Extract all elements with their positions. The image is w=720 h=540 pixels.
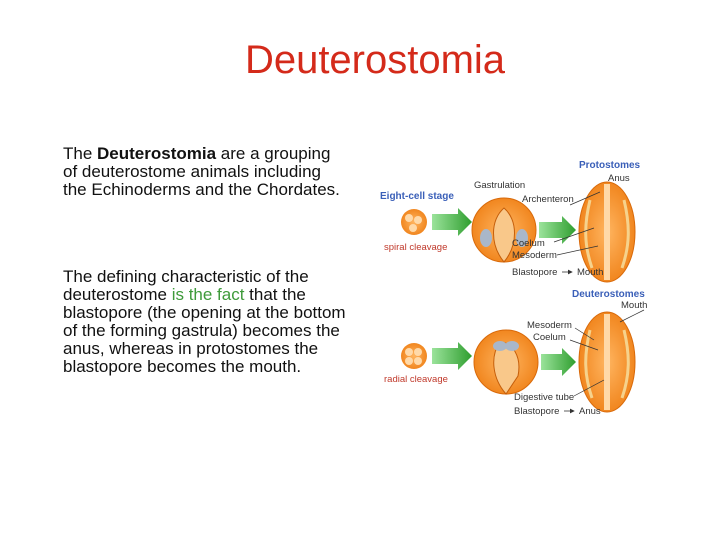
coelum-label-bottom: Coelum: [533, 332, 566, 343]
coelum-label: Coelum: [512, 238, 545, 249]
coelum-pointer: [553, 227, 595, 243]
blastopore-label-bottom: Blastopore: [514, 406, 559, 417]
mouth-arrow-label: Mouth: [577, 267, 603, 278]
gastrula-bottom: [473, 329, 539, 395]
protostome-deuterostome-diagram: Protostomes Anus Gastrulation Eight-cell…: [380, 160, 647, 417]
mouth-label: Mouth: [621, 300, 647, 311]
digestive-pointer: [573, 379, 605, 397]
characteristic-text-1: The defining characteristic of the deute…: [63, 267, 309, 304]
mesoderm-label-bottom: Mesoderm: [527, 320, 572, 331]
characteristic-highlight: is the fact: [171, 285, 245, 304]
coelum-pointer-bottom: [569, 339, 599, 351]
archenteron-label: Archenteron: [522, 194, 574, 205]
characteristic-paragraph: The defining characteristic of the deute…: [63, 268, 348, 376]
arrow-bottom-2: [541, 348, 576, 376]
mesoderm-pointer-bottom: [574, 327, 595, 341]
blastopore-label-top: Blastopore: [512, 267, 557, 278]
eight-cell-embryo-top: [401, 209, 427, 235]
spiral-cleavage-label: spiral cleavage: [384, 242, 447, 253]
anus-label: Anus: [608, 173, 630, 184]
anus-arrow-label: Anus: [579, 406, 601, 417]
mesoderm-label: Mesoderm: [512, 250, 557, 261]
gastrulation-label: Gastrulation: [474, 180, 525, 191]
mesoderm-pointer: [556, 245, 599, 256]
arrow-top-2: [539, 216, 576, 244]
protostomes-label: Protostomes: [579, 160, 641, 171]
archenteron-pointer: [569, 191, 601, 206]
protostome-body: [578, 181, 636, 283]
arrow-bottom-1: [432, 342, 472, 370]
intro-paragraph: The Deuterostomia are a grouping of deut…: [63, 145, 348, 199]
digestive-tube-label: Digestive tube: [514, 392, 574, 403]
intro-bold-term: Deuterostomia: [97, 144, 217, 163]
deuterostome-body: [578, 311, 636, 413]
radial-cleavage-label: radial cleavage: [384, 374, 448, 385]
eight-cell-embryo-bottom: [401, 343, 427, 369]
intro-rest: are a grouping of deuterostome animals i…: [63, 144, 340, 199]
arrow-top-1: [432, 208, 472, 236]
mouth-pointer: [619, 309, 645, 323]
eight-cell-label: Eight-cell stage: [380, 191, 454, 202]
characteristic-text-2: that the blastopore (the opening at the …: [63, 285, 346, 376]
deuterostomes-label: Deuterostomes: [572, 289, 645, 300]
slide-title: Deuterostomia: [244, 38, 506, 82]
gastrula-top: [471, 197, 537, 263]
intro-prefix: The: [63, 144, 98, 163]
